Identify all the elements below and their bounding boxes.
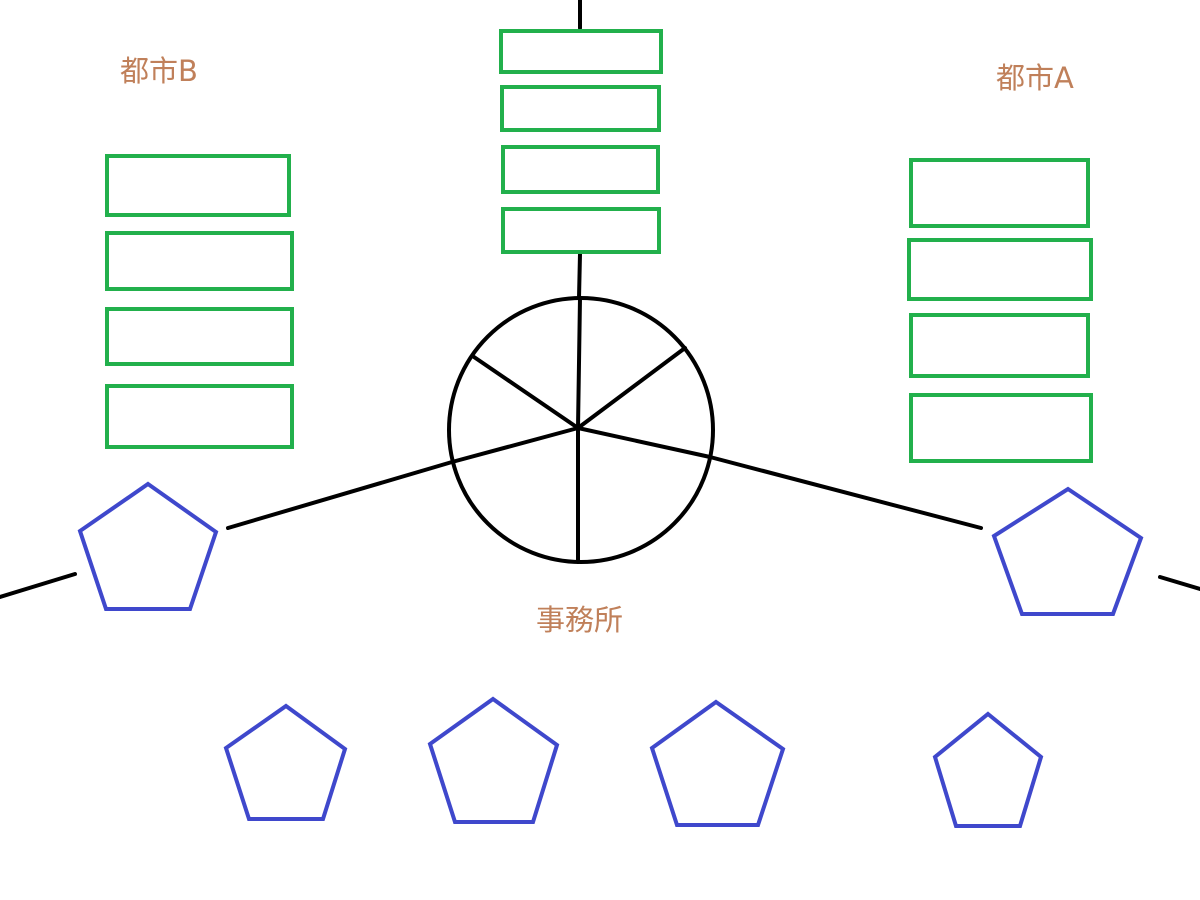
center-box-1 (499, 29, 663, 74)
city-a-box-4 (909, 393, 1093, 463)
city-pentagons (77, 481, 1144, 616)
city-b-box-2 (105, 231, 294, 291)
office-pentagons (223, 696, 1044, 828)
city-b-box-3 (105, 307, 294, 366)
city-a-stack (907, 158, 1093, 463)
city-b-stack (105, 154, 294, 449)
city-a-label: 都市A (996, 61, 1074, 95)
office-hub (447, 296, 715, 564)
hub-spoke-upper-left (472, 355, 580, 430)
city-b-left-edge-line (0, 572, 77, 599)
center-stack-to-hub-line (577, 252, 582, 300)
office-pentagon-3 (649, 699, 786, 827)
connection-lines (0, 0, 1200, 599)
hub-spoke-lower-right (576, 426, 712, 459)
center-stack (499, 29, 663, 254)
city-b-label: 都市B (120, 54, 198, 88)
center-box-3 (501, 145, 660, 194)
city-a-box-1 (909, 158, 1090, 228)
center-box-2 (500, 85, 661, 132)
city-a-box-3 (909, 313, 1090, 378)
city-a-right-edge-line (1158, 575, 1200, 591)
city-a-pentagon (991, 486, 1144, 616)
hub-to-city-b-line (226, 460, 454, 530)
city-a-box-2 (907, 238, 1093, 301)
hub-spoke-lower-left (450, 426, 580, 464)
city-b-box-4 (105, 384, 294, 449)
city-b-pentagon (77, 481, 219, 611)
office-pentagon-2 (427, 696, 560, 824)
hub-spoke-upper-right (576, 346, 687, 430)
hub-to-city-a-line (708, 455, 983, 530)
office-pentagon-1 (223, 703, 348, 821)
office-label: 事務所 (536, 603, 624, 637)
center-box-4 (501, 207, 661, 254)
hub-spoke-top (576, 296, 582, 430)
office-pentagon-4 (932, 711, 1044, 828)
city-b-box-1 (105, 154, 291, 217)
